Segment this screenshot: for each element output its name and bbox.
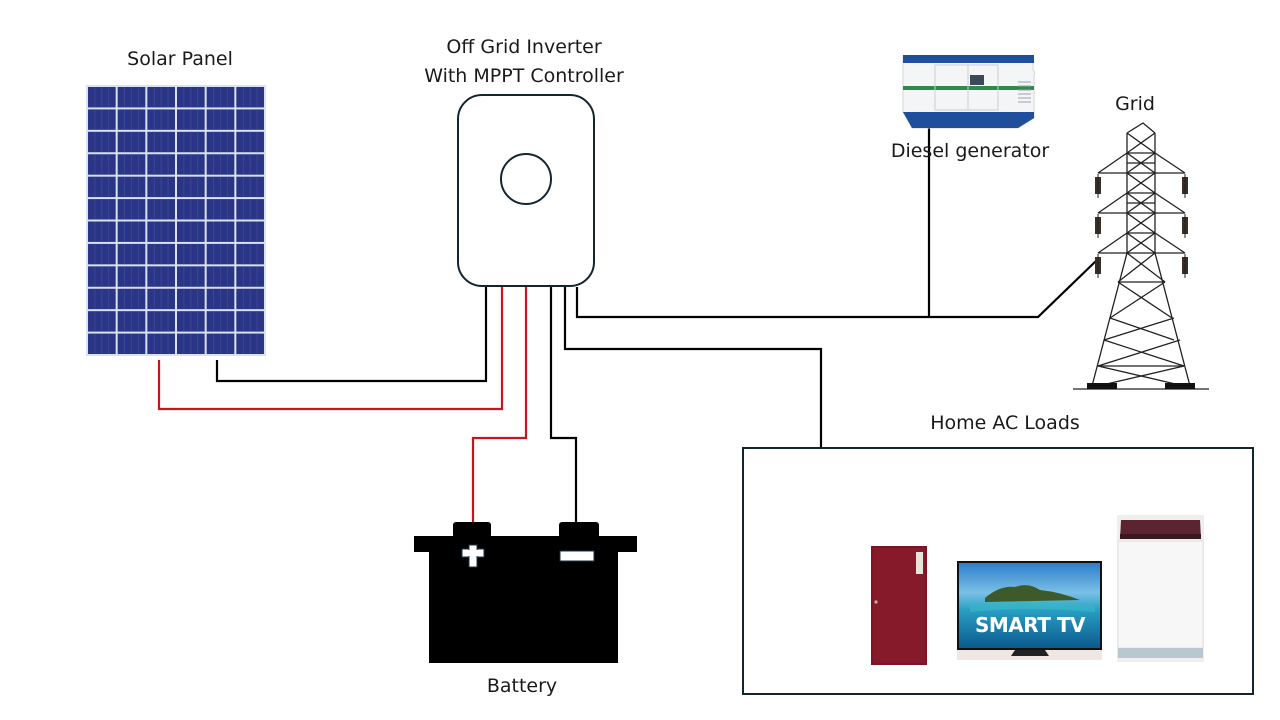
inverter-label-line2: With MPPT Controller bbox=[424, 65, 624, 87]
battery-label: Battery bbox=[487, 675, 557, 697]
smart-tv-icon: SMART TV bbox=[957, 561, 1102, 660]
refrigerator-icon bbox=[871, 546, 927, 665]
wire-battery-negative bbox=[549, 287, 578, 525]
inverter-label-line1: Off Grid Inverter bbox=[446, 36, 602, 58]
wire-solar-negative bbox=[215, 287, 488, 383]
tv-screen-text: SMART TV bbox=[975, 613, 1086, 637]
diesel-generator-icon bbox=[902, 55, 1036, 129]
wire-home-loads bbox=[563, 287, 823, 448]
solar-panel-frame bbox=[86, 85, 266, 356]
inverter-display-icon bbox=[500, 153, 552, 205]
tower-footing-left bbox=[1087, 383, 1117, 389]
battery-positive-terminal-icon bbox=[461, 544, 485, 568]
wire-battery-positive bbox=[471, 287, 528, 525]
tower-footing-right bbox=[1165, 383, 1195, 389]
wire-grid bbox=[575, 259, 1098, 319]
transmission-tower-icon bbox=[1073, 122, 1209, 390]
wire-solar-positive bbox=[157, 287, 504, 411]
washing-machine-icon bbox=[1117, 515, 1204, 662]
insulators bbox=[1095, 174, 1188, 278]
battery-icon bbox=[414, 522, 637, 663]
diesel-generator-label: Diesel generator bbox=[891, 140, 1050, 162]
home-loads-label: Home AC Loads bbox=[930, 412, 1080, 434]
battery-negative-terminal-icon bbox=[559, 550, 595, 562]
solar-panel-label: Solar Panel bbox=[127, 48, 233, 70]
grid-label: Grid bbox=[1115, 93, 1155, 115]
solar-panel bbox=[86, 85, 266, 356]
